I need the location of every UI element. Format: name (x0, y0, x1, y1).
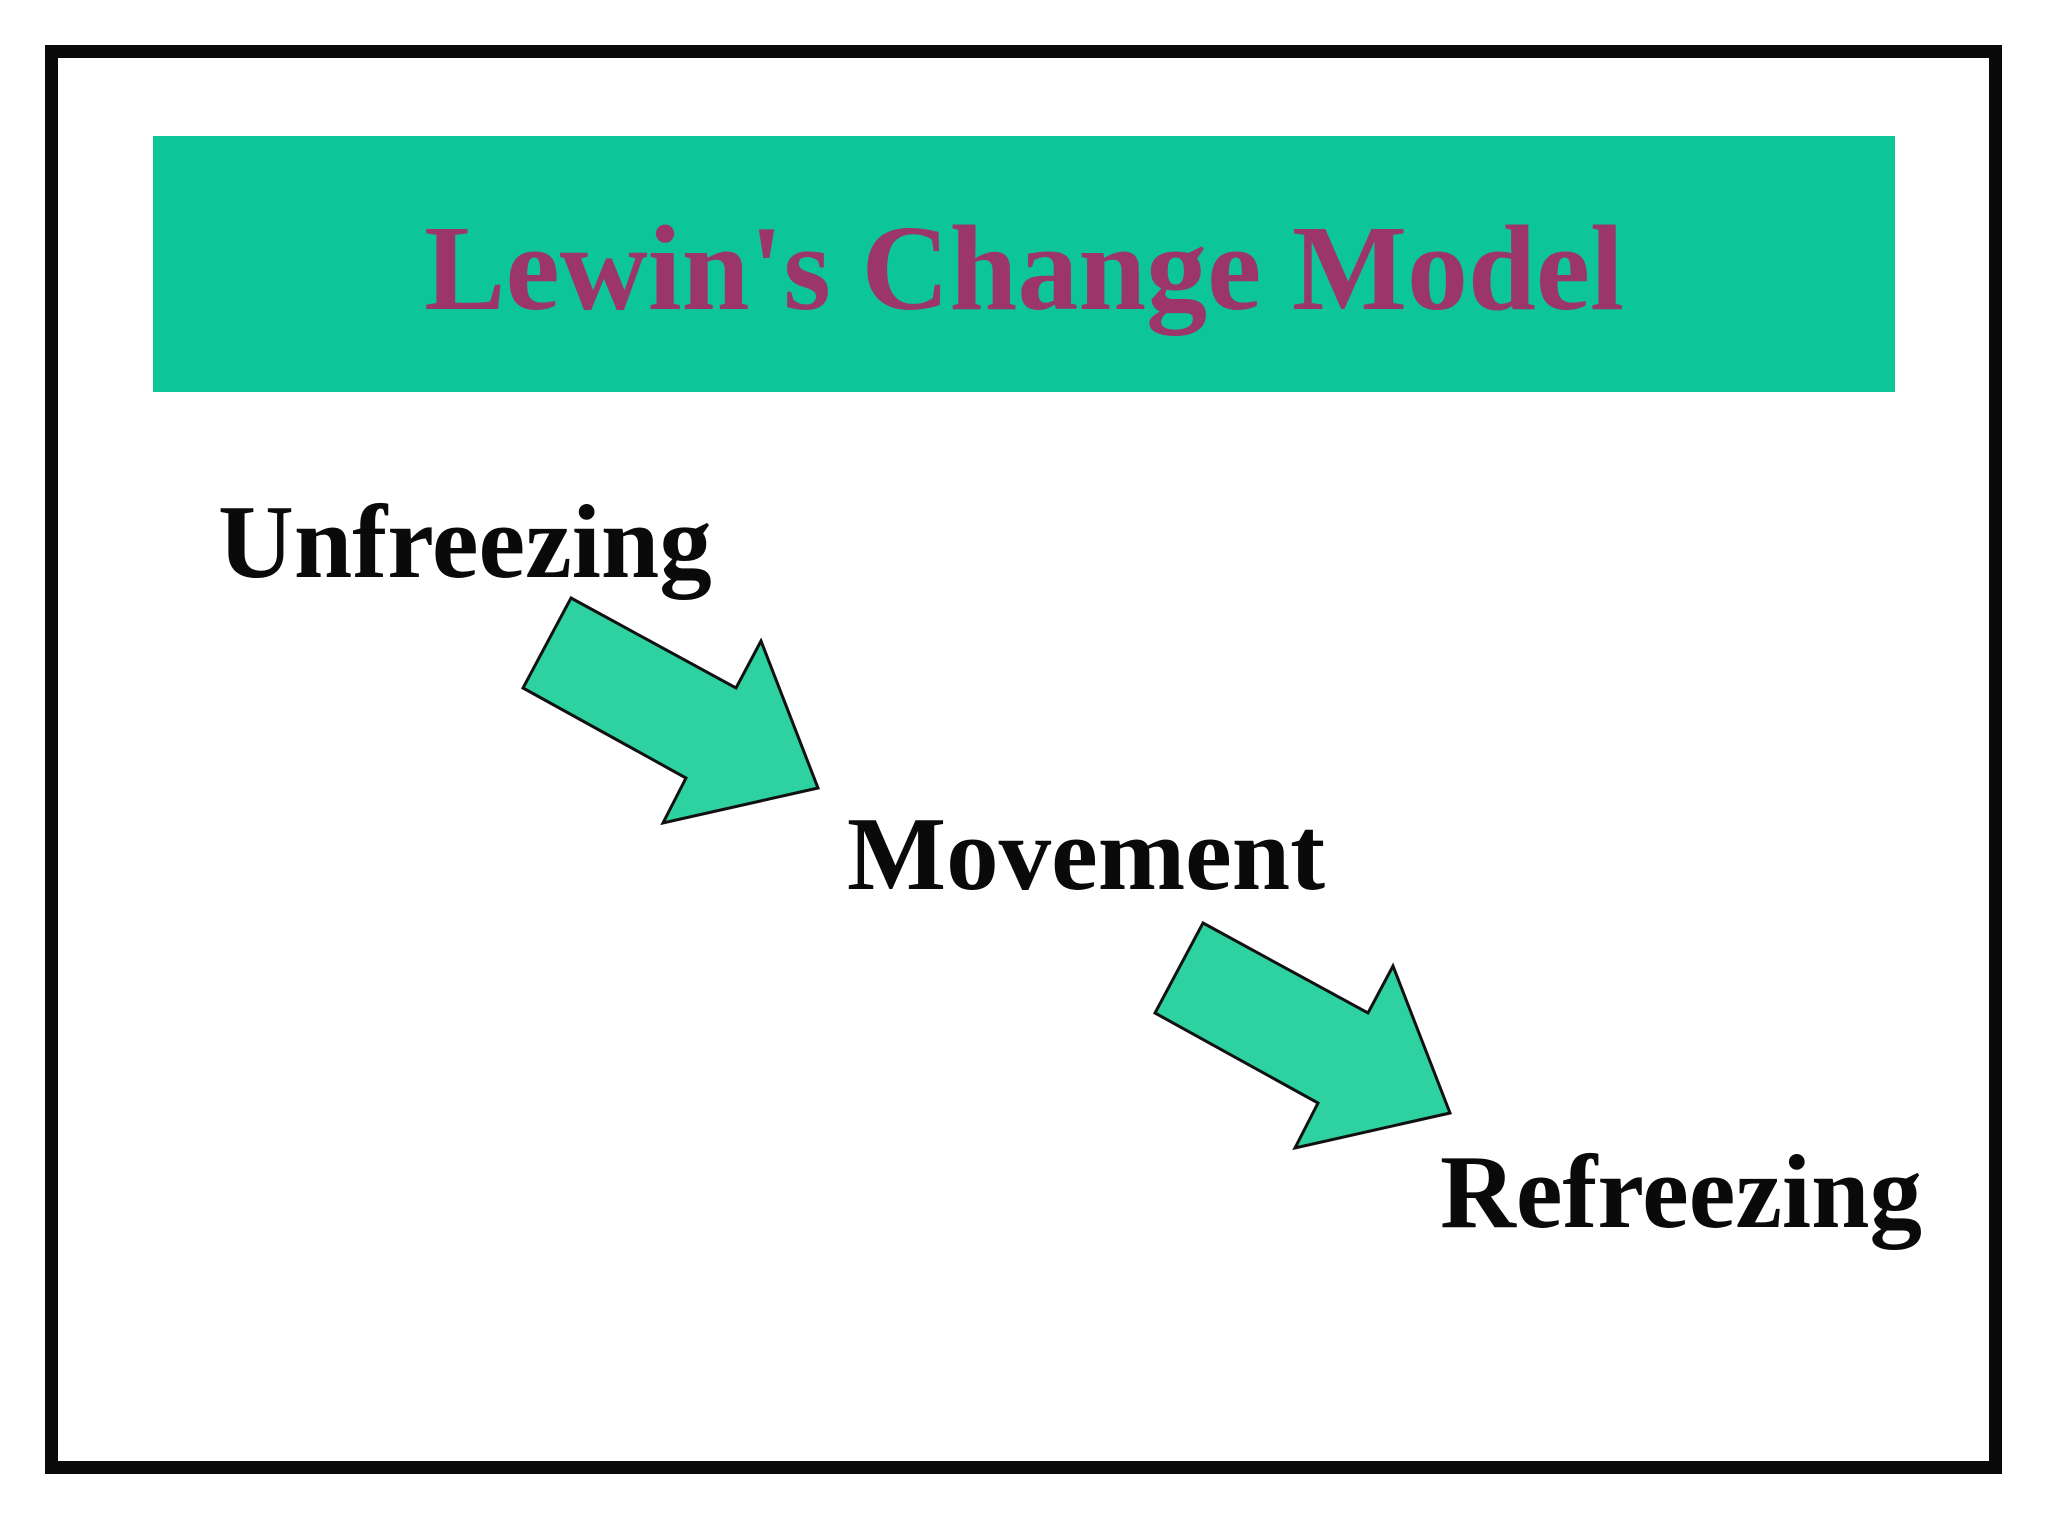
stage-label-movement: Movement (847, 795, 1326, 912)
slide-title: Lewin's Change Model (424, 201, 1624, 336)
block-arrow-shape (1152, 920, 1453, 1151)
arrow-unfreezing-to-movement-icon (520, 595, 821, 826)
stage-label-refreezing: Refreezing (1440, 1133, 1922, 1250)
block-arrow-shape (520, 595, 821, 826)
title-banner: Lewin's Change Model (153, 136, 1895, 392)
stage-label-unfreezing: Unfreezing (218, 483, 712, 600)
arrow-movement-to-refreezing-icon (1152, 920, 1453, 1151)
slide-border (45, 45, 2002, 1474)
